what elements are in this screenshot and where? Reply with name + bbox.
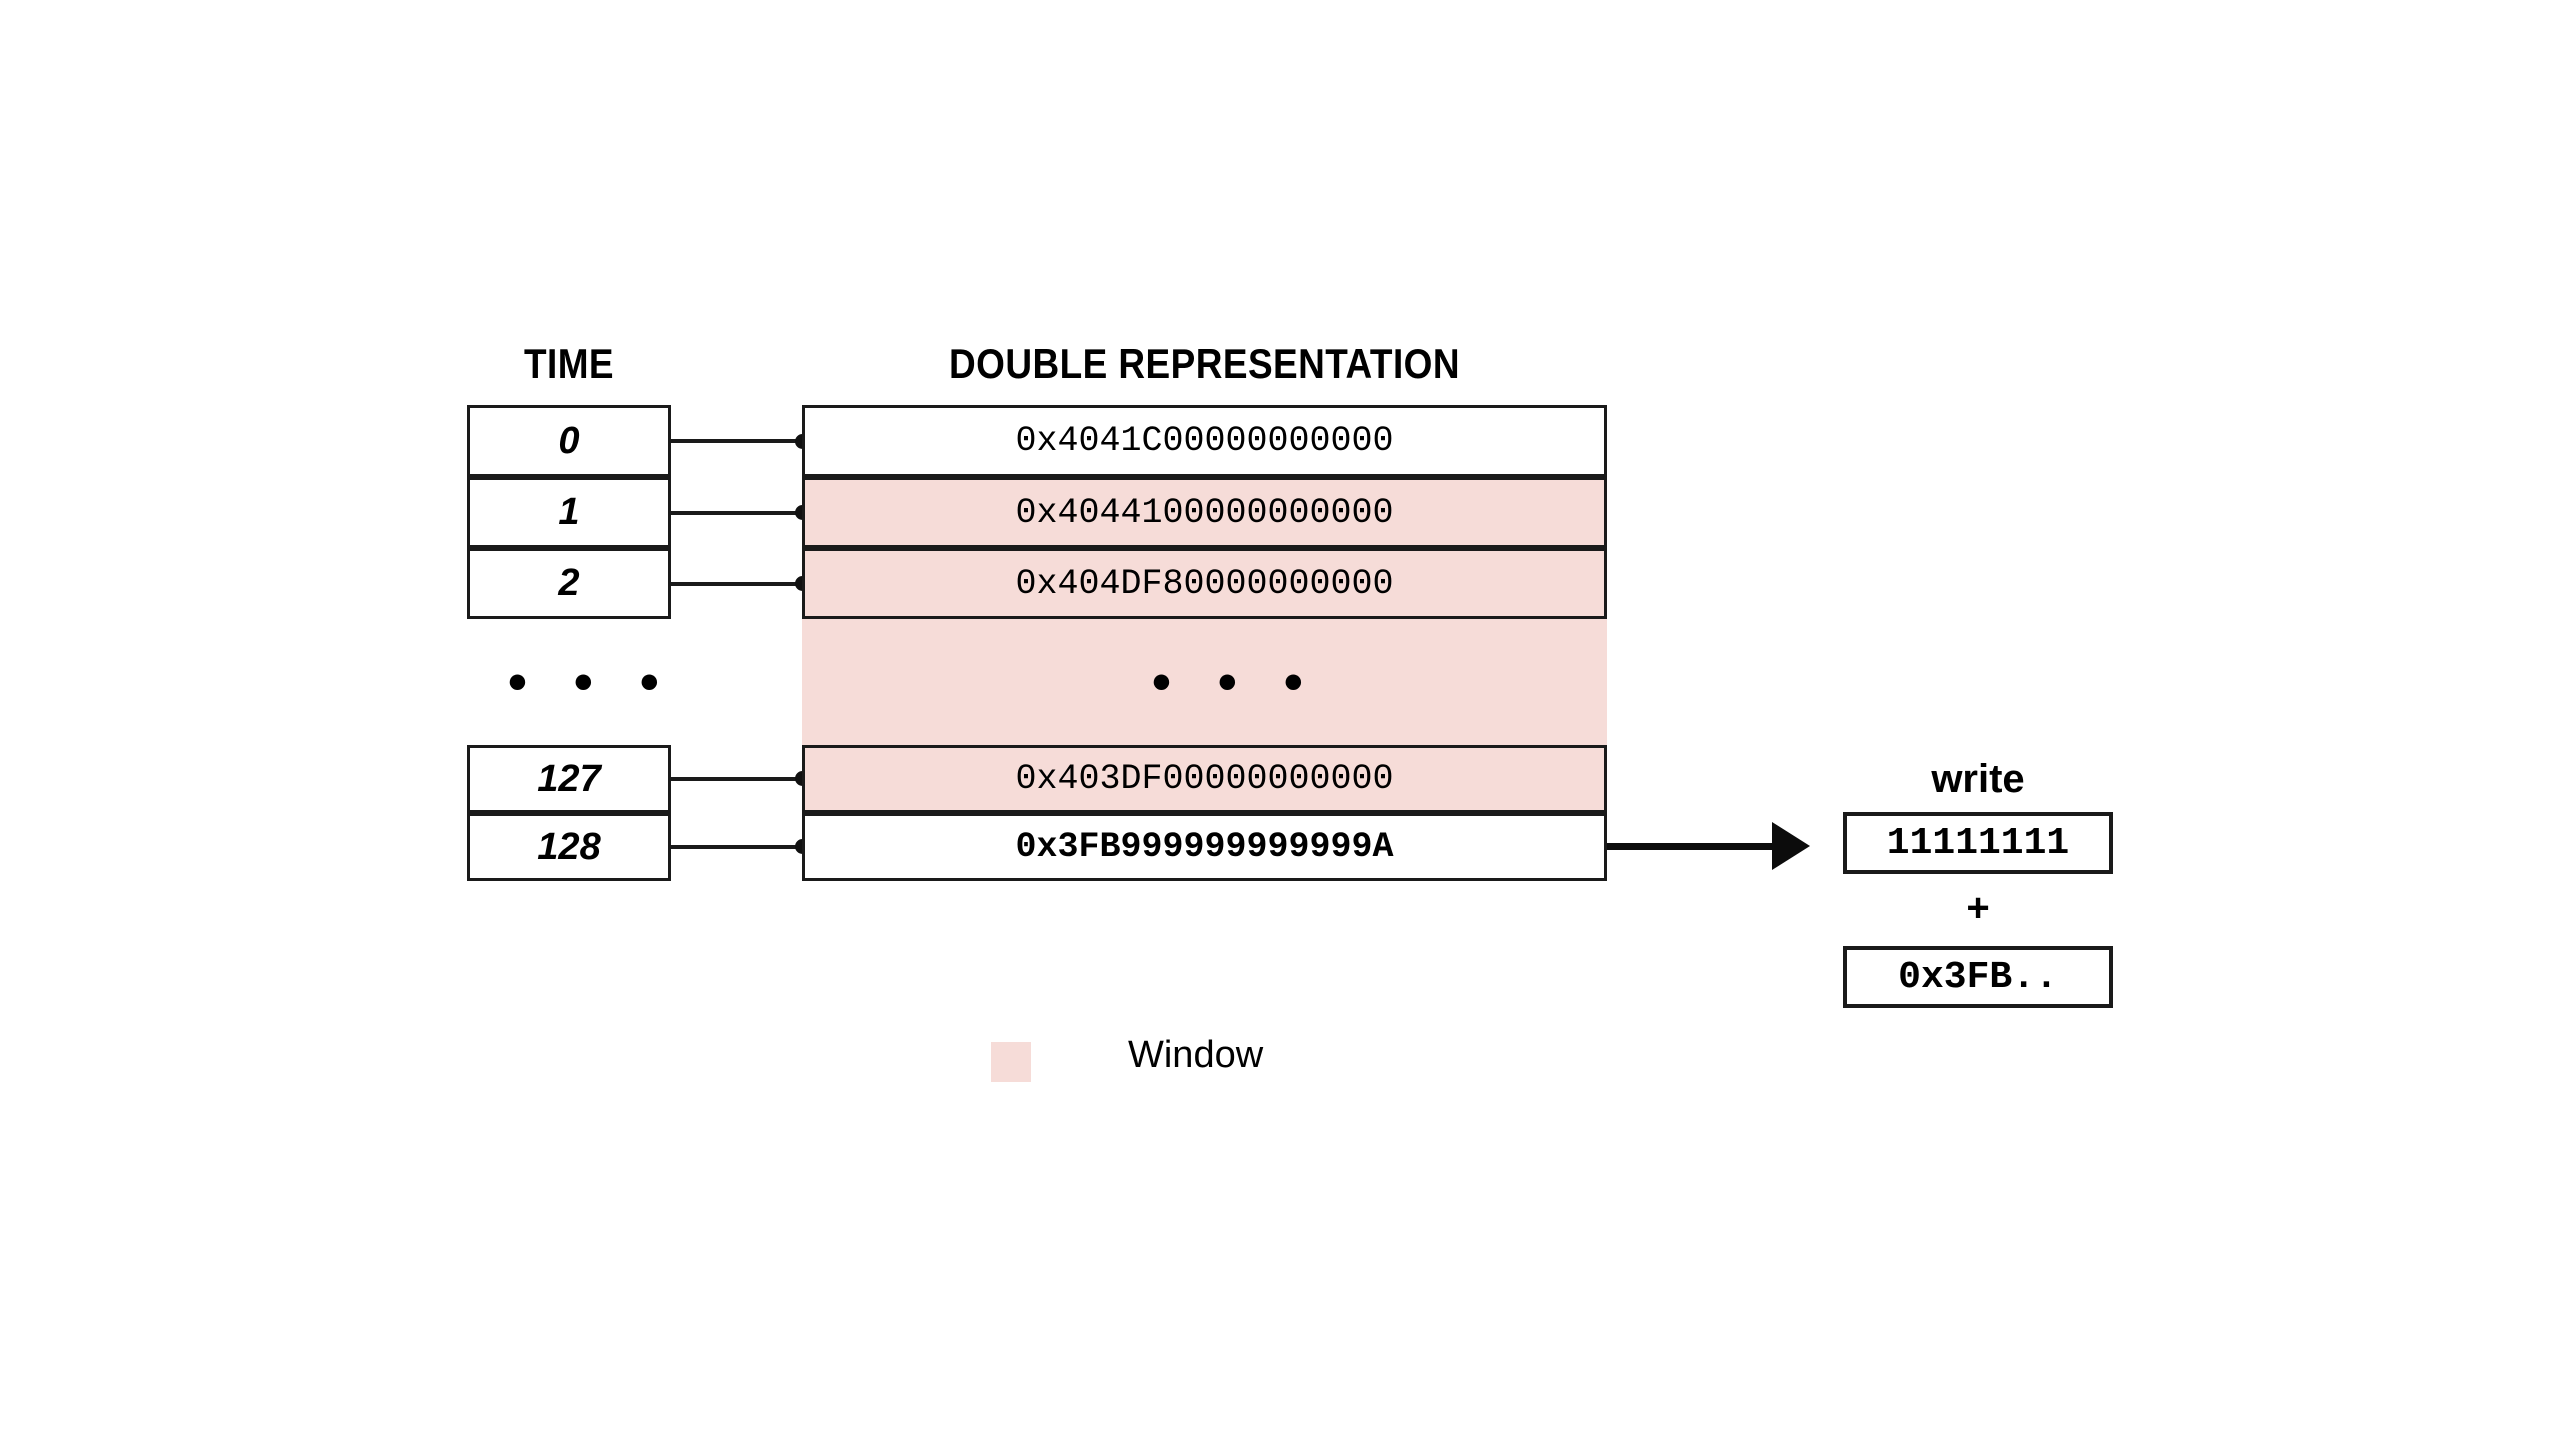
- double-cell-2: 0x404DF80000000000: [802, 548, 1607, 619]
- ellipsis-text: • • •: [1152, 652, 1319, 712]
- legend-label-window: Window: [1128, 1034, 1263, 1077]
- write-hex-value: 0x3FB..: [1898, 955, 2058, 999]
- write-label: write: [1843, 757, 2113, 802]
- connector-line-0: [668, 439, 808, 443]
- double-cell-0: 0x4041C00000000000: [802, 405, 1607, 477]
- connector-line-1: [668, 511, 808, 515]
- plus-text: +: [1966, 886, 1990, 930]
- time-cell-127: 127: [467, 745, 671, 813]
- time-cell-2: 2: [467, 548, 671, 619]
- double-representation-column-header: DOUBLE REPRESENTATION: [949, 340, 1460, 387]
- write-bits-box: 11111111: [1843, 812, 2113, 874]
- time-cell-label: 2: [558, 562, 580, 604]
- double-column-ellipsis: • • •: [1152, 655, 1319, 709]
- double-cell-value: 0x403DF00000000000: [1015, 759, 1394, 799]
- legend-swatch-window: [991, 1042, 1031, 1082]
- double-cell-127: 0x403DF00000000000: [802, 745, 1607, 813]
- double-cell-value: 0x404DF80000000000: [1015, 563, 1394, 604]
- connector-line-2: [668, 582, 808, 586]
- time-cell-1: 1: [467, 477, 671, 548]
- write-label-text: write: [1931, 757, 2025, 801]
- time-cell-label: 1: [558, 491, 580, 533]
- time-cell-0: 0: [467, 405, 671, 477]
- double-cell-value: 0x3FB999999999999A: [1015, 827, 1394, 867]
- connector-line-127: [668, 777, 808, 781]
- write-plus-operator: +: [1843, 886, 2113, 931]
- write-bits-value: 11111111: [1886, 821, 2070, 865]
- double-cell-128: 0x3FB999999999999A: [802, 813, 1607, 881]
- legend-label-text: Window: [1128, 1034, 1264, 1076]
- time-cell-128: 128: [467, 813, 671, 881]
- time-column-ellipsis: • • •: [508, 655, 675, 709]
- double-cell-value: 0x4044100000000000: [1015, 492, 1394, 533]
- ellipsis-text: • • •: [508, 652, 675, 712]
- double-cell-value: 0x4041C00000000000: [1015, 421, 1394, 461]
- write-arrow-head: [1772, 822, 1810, 870]
- connector-line-128: [668, 845, 808, 849]
- time-column-header: TIME: [523, 340, 615, 387]
- write-arrow-line: [1607, 843, 1777, 850]
- time-cell-label: 127: [537, 757, 601, 800]
- time-cell-label: 128: [537, 825, 601, 868]
- write-value-box: 0x3FB..: [1843, 946, 2113, 1008]
- time-cell-label: 0: [558, 419, 580, 462]
- double-cell-1: 0x4044100000000000: [802, 477, 1607, 548]
